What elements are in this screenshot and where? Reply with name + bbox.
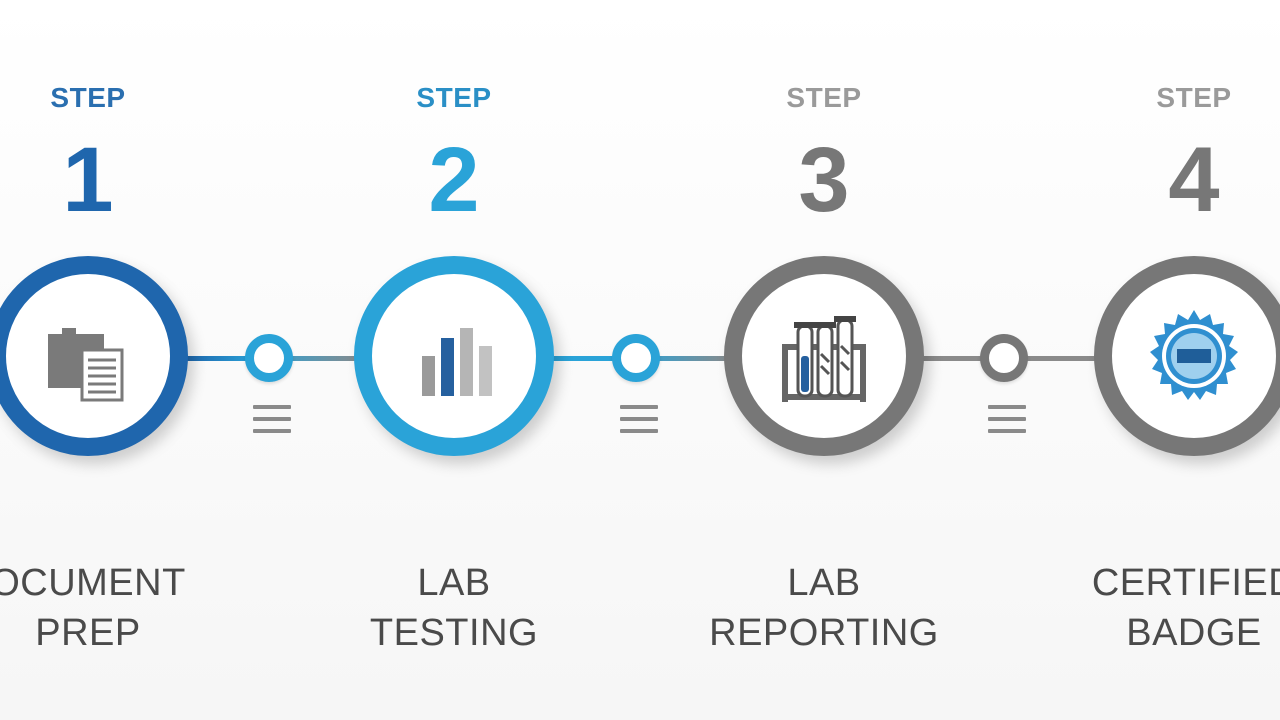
step-4: STEP 4 CERTIFIED BADGE [1044, 0, 1280, 720]
step-2-title: LAB TESTING [304, 558, 604, 658]
step-3-number: 3 [798, 129, 850, 231]
step-4-circle [1094, 256, 1280, 456]
step-3-title-line1: LAB [787, 562, 861, 604]
lines-icon-3 [988, 405, 1026, 441]
step-2-circle [354, 256, 554, 456]
step-4-title-line2: BADGE [1126, 612, 1262, 654]
step-2-title-line2: TESTING [369, 612, 539, 654]
bar-chart-icon [422, 328, 492, 396]
step-3: STEP 3 LAB REPORTING [674, 0, 974, 720]
connector-node-2 [612, 334, 660, 382]
step-2-title-line1: LAB [417, 562, 491, 604]
step-2-label: STEP [416, 82, 492, 113]
step-1: STEP 1 OCUMENT PREP [0, 0, 238, 720]
step-3-circle [724, 256, 924, 456]
step-2: STEP 2 LAB TESTING [304, 0, 604, 720]
step-3-title-line2: REPORTING [709, 612, 939, 654]
step-3-title: LAB REPORTING [674, 558, 974, 658]
step-3-label: STEP [786, 82, 862, 113]
step-1-title-line1: OCUMENT [0, 562, 186, 604]
step-2-number: 2 [428, 129, 480, 231]
step-1-title-line2: PREP [35, 612, 141, 654]
step-1-label: STEP [50, 82, 126, 113]
step-1-circle [0, 256, 188, 456]
lines-icon-2 [620, 405, 658, 441]
certified-badge-icon [1150, 310, 1238, 400]
document-icon [48, 328, 124, 402]
connector-node-3 [980, 334, 1028, 382]
step-4-number: 4 [1168, 129, 1220, 231]
lines-icon-1 [253, 405, 291, 441]
step-4-title: CERTIFIED BADGE [1044, 558, 1280, 658]
step-1-number: 1 [62, 129, 114, 231]
step-4-label: STEP [1156, 82, 1232, 113]
connector-node-1 [245, 334, 293, 382]
test-tubes-icon [782, 316, 866, 402]
step-1-title: OCUMENT PREP [0, 558, 238, 658]
step-4-title-line1: CERTIFIED [1091, 562, 1280, 604]
